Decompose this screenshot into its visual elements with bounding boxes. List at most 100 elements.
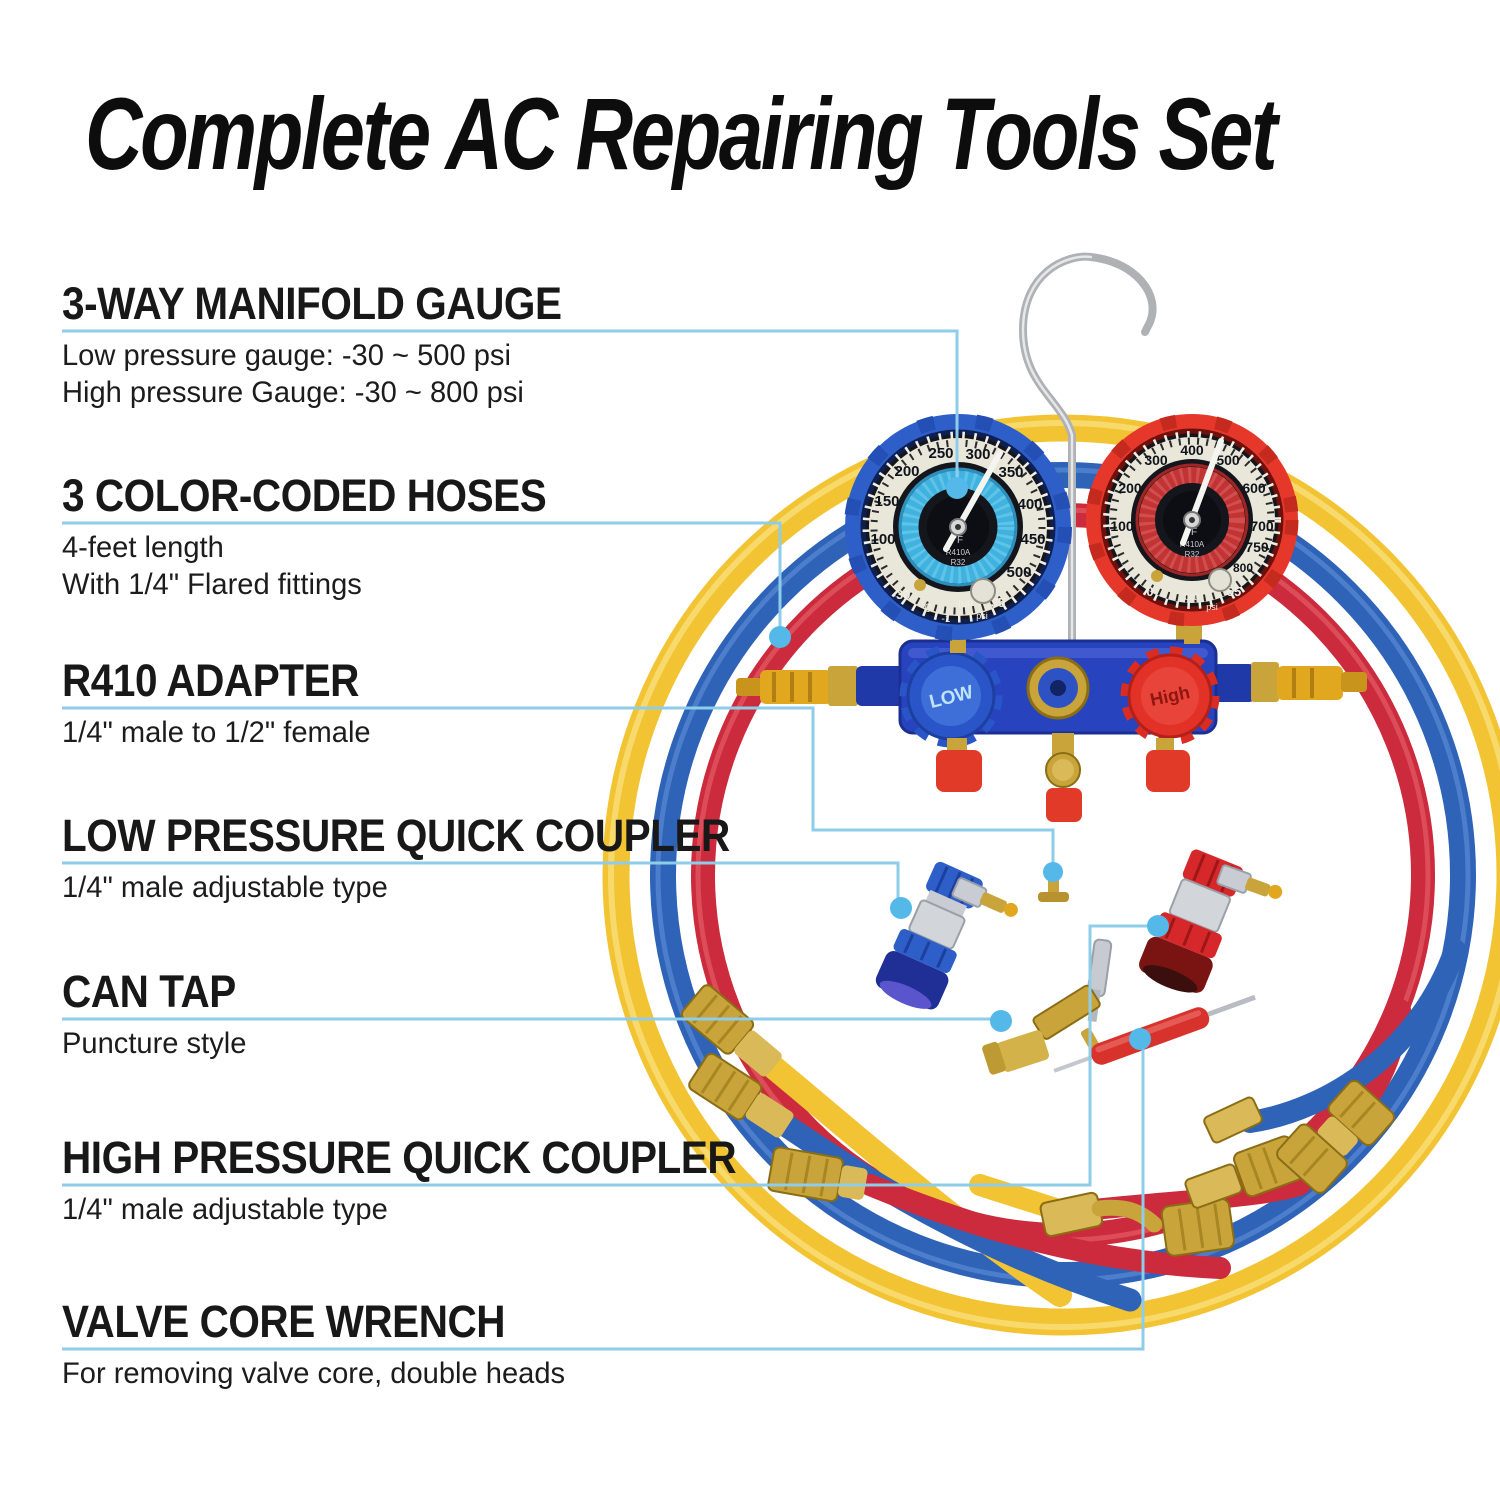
feature-heading: 3 COLOR-CODED HOSES [62, 470, 547, 521]
svg-text:-1: -1 [942, 614, 951, 625]
hose-end-yellow-right [1039, 1191, 1163, 1237]
svg-text:bar: bar [1184, 591, 1200, 603]
can-tap-barrel [996, 1030, 1049, 1072]
low-quick-coupler [875, 861, 983, 1010]
callout-dot-low-coupler [890, 897, 912, 919]
wrench-pin-right [1207, 994, 1256, 1017]
svg-text:55: 55 [1227, 584, 1241, 599]
svg-text:700: 700 [1250, 518, 1274, 534]
right-port [1213, 664, 1255, 702]
left-brass-hex [828, 666, 858, 706]
svg-text:600: 600 [1242, 480, 1266, 496]
left-coupler-tip [736, 678, 764, 696]
callout-dot-can-tap [990, 1010, 1012, 1032]
svg-text:350: 350 [998, 464, 1023, 481]
feature-line: High pressure Gauge: -30 ~ 800 psi [62, 376, 524, 409]
svg-text:400: 400 [1017, 496, 1042, 513]
callout-line-r410 [62, 706, 1055, 864]
low-coupler-neck [925, 889, 967, 918]
high-coupler-body [1168, 878, 1231, 933]
svg-text:R410A: R410A [946, 548, 971, 557]
hook-wire-highlight [1021, 255, 1093, 692]
svg-text:500: 500 [1216, 452, 1240, 468]
svg-text:100: 100 [870, 531, 895, 548]
center-valve-knob-face [1052, 759, 1074, 781]
callout-dot-r410 [1043, 862, 1063, 882]
low-coupler-fitting [951, 877, 1018, 917]
feature-heading: LOW PRESSURE QUICK COUPLER [62, 810, 730, 861]
hose-end-red [767, 1146, 868, 1203]
callout-line-valve-wrench [62, 1048, 1145, 1351]
hose-red-strand [859, 1174, 1231, 1279]
right-brass-hex [1251, 662, 1279, 702]
wrench-pin-left [1053, 1055, 1093, 1073]
low-gauge-center-text: °F R410A R32 [946, 535, 971, 567]
hose-yellow [602, 414, 1500, 1336]
feature-hoses: 3 COLOR-CODED HOSES 4-feet length With 1… [62, 472, 822, 603]
left-gold-coupler [760, 670, 832, 704]
svg-text:250: 250 [928, 445, 953, 462]
high-coupler-cap [1139, 936, 1213, 993]
high-knob: High [1120, 646, 1220, 746]
callout-lines [62, 329, 1148, 1351]
svg-text:°F: °F [1187, 527, 1197, 538]
svg-text:300: 300 [965, 446, 990, 463]
callout-line-hoses [62, 521, 782, 628]
low-knob: LOW [899, 644, 1003, 748]
svg-text:750: 750 [1245, 539, 1269, 555]
svg-text:150: 150 [874, 493, 899, 510]
low-red-cap [936, 750, 982, 792]
callout-dot-manifold-gauge [946, 477, 968, 499]
high-gauge-dial-ring [1109, 437, 1275, 603]
feature-line: Puncture style [62, 1027, 247, 1060]
high-gauge-scale: 100 200 300 400 500 600 700 750 800 [1110, 442, 1274, 575]
feature-line: Low pressure gauge: -30 ~ 500 psi [62, 339, 511, 372]
page-title: Complete AC Repairing Tools Set [85, 77, 1278, 191]
feature-line: 4-feet length [62, 531, 224, 564]
svg-text:800: 800 [1233, 561, 1253, 575]
svg-text:450: 450 [1020, 531, 1045, 548]
manifold-highlight [908, 648, 1208, 658]
svg-text:R32: R32 [951, 558, 966, 567]
low-gauge-screw [970, 578, 996, 604]
low-gauge-scale: 100 150 200 250 300 350 400 450 500 [870, 445, 1045, 581]
can-tap-knurl [982, 1041, 1006, 1075]
svg-text:psi: psi [976, 611, 988, 621]
svg-text:psi: psi [1206, 602, 1218, 612]
feature-valve-wrench: VALVE CORE WRENCH For removing valve cor… [62, 1298, 822, 1392]
svg-text:35: 35 [991, 595, 1005, 610]
high-gauge-bezel-notches [1085, 413, 1299, 627]
svg-text:200: 200 [894, 463, 919, 480]
low-gauge-bottom-text: -30 0 -1 bar psi 35 [892, 587, 1006, 625]
feature-r410-adapter: R410 ADAPTER 1/4" male to 1/2" female [62, 657, 822, 751]
high-coupler-cap-face [1143, 965, 1198, 993]
svg-text:R410A: R410A [1180, 540, 1205, 549]
svg-text:0: 0 [1146, 584, 1153, 599]
svg-text:0: 0 [925, 601, 932, 615]
feature-manifold-gauge: 3-WAY MANIFOLD GAUGE Low pressure gauge:… [62, 280, 822, 411]
left-port [856, 666, 904, 706]
feature-heading: 3-WAY MANIFOLD GAUGE [62, 278, 562, 329]
feature-line: 1/4" male adjustable type [62, 871, 388, 904]
callout-line-low-coupler [62, 861, 900, 900]
svg-text:°F: °F [953, 535, 963, 546]
callout-dot-high-coupler [1147, 915, 1169, 937]
low-coupler-cap-face [879, 980, 932, 1009]
center-valve-stem [1052, 733, 1074, 759]
callout-line-high-coupler [62, 924, 1148, 1187]
hose-end-red-far [1276, 1079, 1396, 1194]
callout-line-manifold-gauge [62, 329, 959, 480]
hose-end-blue-right [1203, 1096, 1263, 1144]
high-gauge-center-text: °F R410A R32 [1180, 527, 1205, 559]
feature-high-coupler: HIGH PRESSURE QUICK COUPLER 1/4" male ad… [62, 1134, 822, 1228]
low-coupler-cap [875, 950, 949, 1010]
low-gauge-screw-gold [914, 579, 926, 591]
center-red-cap [1046, 788, 1082, 822]
high-gauge-screw [1208, 568, 1232, 592]
svg-text:500: 500 [1006, 564, 1031, 581]
low-gauge-bezel-notches [844, 413, 1072, 641]
svg-text:bar: bar [958, 598, 974, 610]
svg-text:-30: -30 [892, 587, 911, 602]
high-cap-stem [1156, 738, 1174, 752]
